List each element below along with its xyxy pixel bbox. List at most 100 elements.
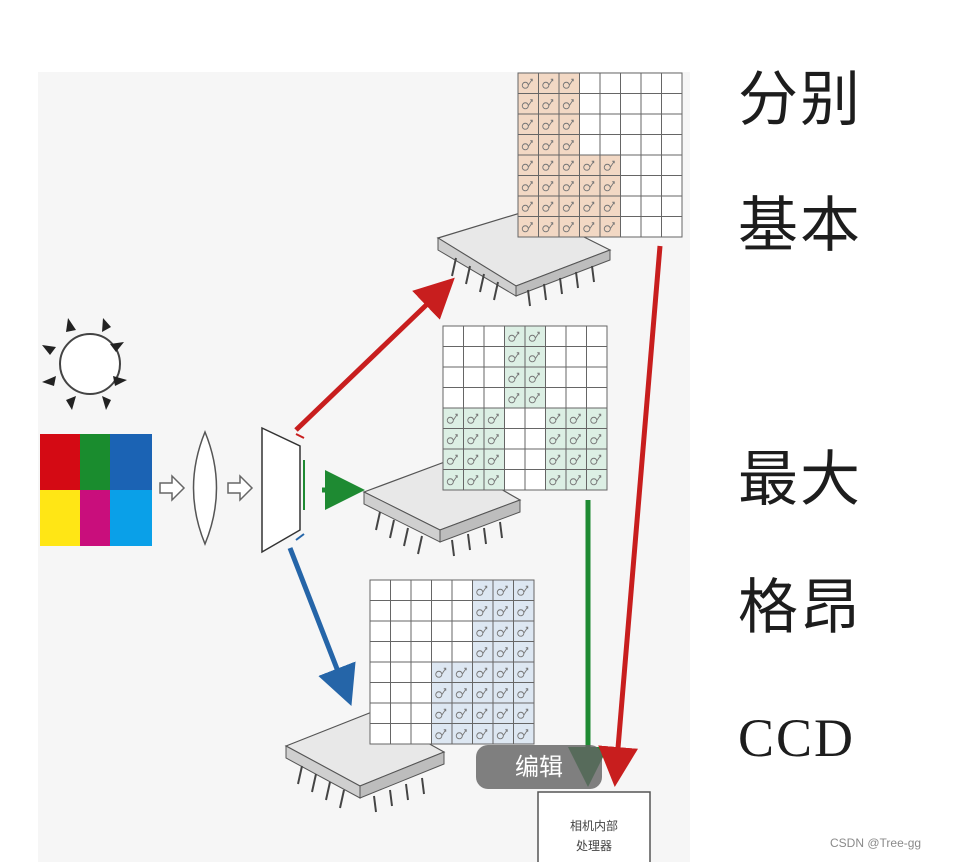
pixel-marker-icon: [542, 99, 554, 110]
pixel-marker-icon: [467, 475, 479, 486]
pixel-marker-icon: [476, 667, 488, 678]
watermark: CSDN @Tree-gg: [830, 836, 922, 850]
pixel-marker-icon: [467, 454, 479, 465]
pixel-marker-icon: [542, 119, 554, 130]
pixel-cell: [661, 216, 683, 238]
pixel-cell: [599, 154, 621, 176]
pixel-cell: [483, 325, 505, 347]
pixel-cell: [431, 682, 453, 704]
pixel-marker-icon: [583, 201, 595, 212]
light-arrow-1: [159, 474, 186, 502]
pixel-marker-icon: [496, 606, 508, 617]
pixel-marker-icon: [521, 78, 533, 89]
blue-ccd-pixel-grid: [369, 579, 535, 745]
pixel-cell: [483, 407, 505, 429]
pixel-cell: [442, 469, 464, 491]
pixel-cell: [410, 682, 432, 704]
side-text-line-1: 分别: [738, 65, 862, 135]
pixel-marker-icon: [517, 626, 529, 637]
pixel-cell: [517, 216, 539, 238]
pixel-cell: [538, 195, 560, 217]
pixel-marker-icon: [562, 181, 574, 192]
pixel-cell: [538, 72, 560, 94]
pixel-cell: [640, 154, 662, 176]
pixel-cell: [369, 661, 391, 683]
pixel-marker-icon: [455, 667, 467, 678]
pixel-cell: [369, 579, 391, 601]
pixel-cell: [504, 325, 526, 347]
pixel-marker-icon: [562, 78, 574, 89]
pixel-cell: [620, 93, 642, 115]
pixel-marker-icon: [517, 667, 529, 678]
pixel-marker-icon: [603, 160, 615, 171]
pixel-marker-icon: [517, 585, 529, 596]
pixel-cell: [586, 407, 608, 429]
pixel-cell: [504, 448, 526, 470]
pixel-cell: [463, 387, 485, 409]
pixel-cell: [524, 325, 546, 347]
pixel-marker-icon: [487, 413, 499, 424]
pixel-marker-icon: [487, 475, 499, 486]
edit-button[interactable]: 编辑: [476, 745, 602, 789]
pixel-cell: [524, 407, 546, 429]
pixel-cell: [517, 175, 539, 197]
pixel-marker-icon: [496, 667, 508, 678]
pixel-marker-icon: [521, 181, 533, 192]
pixel-marker-icon: [455, 688, 467, 699]
pixel-cell: [620, 154, 642, 176]
pixel-cell: [640, 72, 662, 94]
pixel-cell: [599, 113, 621, 135]
pixel-cell: [410, 702, 432, 724]
pixel-cell: [492, 661, 514, 683]
pixel-cell: [517, 72, 539, 94]
pixel-cell: [463, 346, 485, 368]
pixel-marker-icon: [517, 647, 529, 658]
pixel-cell: [410, 600, 432, 622]
pixel-cell: [565, 448, 587, 470]
pixel-cell: [472, 661, 494, 683]
pixel-cell: [640, 175, 662, 197]
pixel-cell: [558, 113, 580, 135]
pixel-cell: [640, 134, 662, 156]
pixel-cell: [661, 195, 683, 217]
pixel-cell: [431, 723, 453, 745]
pixel-cell: [661, 154, 683, 176]
pixel-cell: [472, 702, 494, 724]
pixel-cell: [492, 702, 514, 724]
prism-icon: [261, 426, 305, 554]
pixel-cell: [517, 134, 539, 156]
pixel-cell: [492, 682, 514, 704]
pixel-marker-icon: [528, 352, 540, 363]
pixel-marker-icon: [476, 729, 488, 740]
pixel-cell: [390, 620, 412, 642]
pixel-cell: [369, 641, 391, 663]
pixel-cell: [463, 448, 485, 470]
pixel-cell: [558, 72, 580, 94]
pixel-cell: [513, 661, 535, 683]
pixel-marker-icon: [542, 181, 554, 192]
pixel-cell: [661, 113, 683, 135]
pixel-marker-icon: [562, 222, 574, 233]
red-output-arrow: [598, 245, 663, 787]
pixel-cell: [538, 216, 560, 238]
pixel-cell: [442, 325, 464, 347]
color-sample: [40, 434, 152, 546]
pixel-marker-icon: [562, 99, 574, 110]
pixel-marker-icon: [542, 140, 554, 151]
pixel-cell: [504, 428, 526, 450]
pixel-cell: [599, 72, 621, 94]
pixel-marker-icon: [549, 413, 561, 424]
lens-icon: [192, 430, 218, 546]
pixel-cell: [620, 72, 642, 94]
pixel-marker-icon: [496, 708, 508, 719]
pixel-cell: [640, 113, 662, 135]
pixel-cell: [451, 723, 473, 745]
pixel-cell: [442, 366, 464, 388]
pixel-marker-icon: [603, 222, 615, 233]
pixel-cell: [558, 216, 580, 238]
pixel-cell: [579, 216, 601, 238]
pixel-cell: [565, 469, 587, 491]
pixel-marker-icon: [476, 585, 488, 596]
pixel-marker-icon: [590, 434, 602, 445]
pixel-marker-icon: [476, 688, 488, 699]
